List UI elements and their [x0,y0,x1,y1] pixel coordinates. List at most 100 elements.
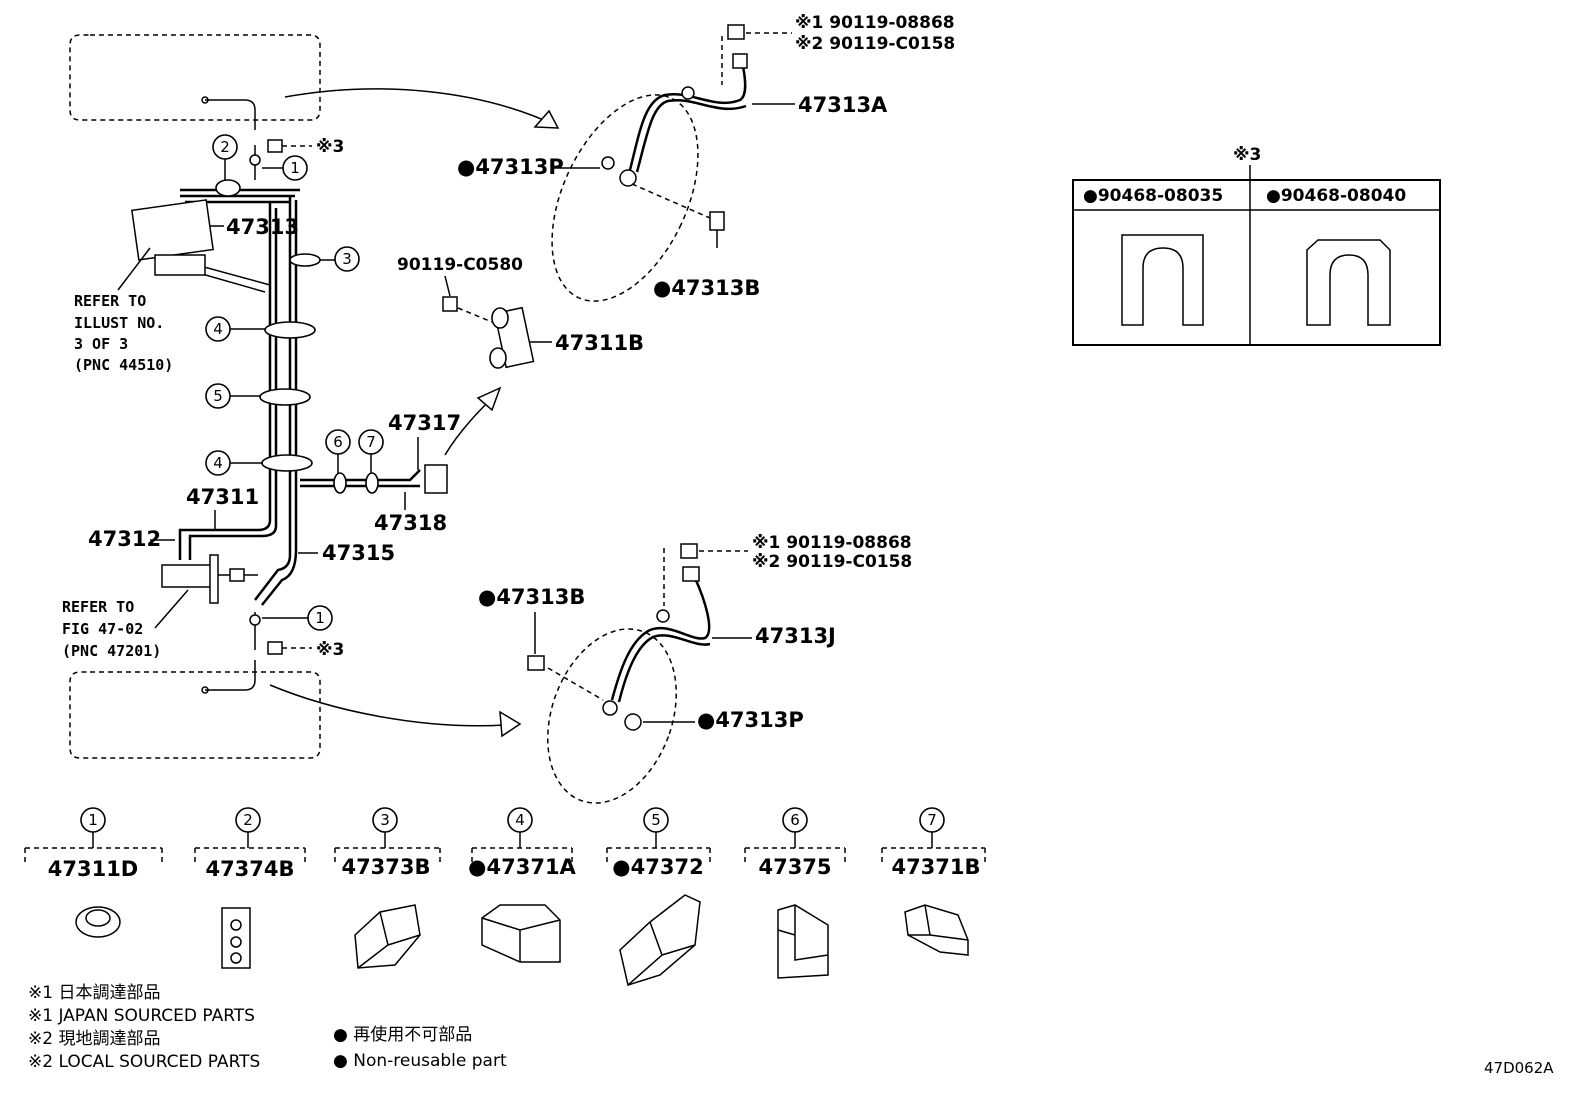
top-bolt-japan: ※1 90119-08868 [795,13,955,33]
junction-arrow-head [476,386,502,412]
legend-2: 2 47374B [194,807,306,969]
callout-c7: 7 [358,429,384,455]
legend-1: 1 47311D [24,807,163,938]
clip-table: ※3 ●90468-08035 ●90468-08040 [1072,145,1441,346]
hydraulic-unit-lower [154,254,206,276]
legend-4: 4 ●47371A [468,807,577,963]
svg-text:4: 4 [213,320,223,338]
svg-text:2: 2 [220,138,230,156]
refer-illust-note: REFER TO ILLUST NO. 3 OF 3 (PNC 44510) [74,292,173,374]
svg-text:47311D: 47311D [48,857,139,881]
clip-col2-label: ●90468-08040 [1266,186,1406,206]
clip-table-mark: ※3 [1233,145,1261,165]
label-47311: 47311 [186,485,259,509]
top-transfer-arrow [284,88,556,126]
bottom-arrow-head [499,710,522,738]
callout-c5: 5 [205,383,231,409]
clamp-c4a [264,321,316,339]
top-arrow-head [533,109,560,129]
label-47311B: 47311B [555,331,644,355]
svg-text:5: 5 [213,387,223,405]
svg-text:REFER TO: REFER TO [62,598,134,616]
clamp-c7 [365,472,379,494]
legend-5: 5 ●47372 [606,807,711,986]
svg-text:47371B: 47371B [891,855,980,879]
svg-text:5: 5 [651,811,661,829]
top-bolt-local: ※2 90119-C0158 [795,34,955,54]
note-nonreuse-jp: ● 再使用不可部品 [333,1024,472,1045]
callout-top-c2: 2 [212,134,238,160]
note-nonreuse-en: ● Non-reusable part [333,1051,507,1071]
callout-c4a: 4 [205,316,231,342]
legend-3: 3 47373B [334,807,441,969]
callout-c6: 6 [325,429,351,455]
note-local-en: ※2 LOCAL SOURCED PARTS [28,1052,260,1072]
svg-text:47374B: 47374B [205,857,294,881]
svg-text:(PNC 47201): (PNC 47201) [62,642,161,660]
label-47313P-top: ●47313P [457,155,564,179]
svg-text:6: 6 [790,811,800,829]
refer-illust-leader [117,247,151,291]
label-47313P-bot: ●47313P [697,708,804,732]
rear-body-outline [69,660,321,759]
label-47317: 47317 [388,411,461,435]
label-90119-C0580: 90119-C0580 [397,255,523,275]
note-japan-jp: ※1 日本調達部品 [28,983,160,1003]
clamp-c6 [333,472,347,494]
clamp-c5 [259,388,311,406]
clip-col1-label: ●90468-08035 [1083,186,1223,206]
footnotes: ※1 日本調達部品 ※1 JAPAN SOURCED PARTS ※2 現地調達… [28,983,507,1072]
figure-code: 47D062A [1484,1059,1554,1077]
legend-6: 6 47375 [744,807,846,979]
bot-bolt-japan: ※1 90119-08868 [752,533,912,553]
svg-text:7: 7 [366,433,376,451]
callout-c3: 3 [334,246,360,272]
refer-fig-note: REFER TO FIG 47-02 (PNC 47201) [62,598,161,660]
legend-7: 7 47371B [881,807,986,956]
svg-text:(PNC 44510): (PNC 44510) [74,356,173,374]
bottom-transfer-arrow [269,684,506,727]
svg-text:3: 3 [342,250,352,268]
svg-text:1: 1 [315,609,325,627]
clamp-c4b [261,454,313,472]
svg-text:2: 2 [243,811,253,829]
clip-08040-icon [1306,239,1391,326]
label-47313: 47313 [226,215,299,239]
callout-top-c1: 1 [282,155,308,181]
callout-c4b: 4 [205,450,231,476]
svg-text:6: 6 [333,433,343,451]
front-hose-detail [551,24,748,302]
svg-text:7: 7 [927,811,937,829]
junction-47317 [424,464,448,494]
label-47312: 47312 [88,527,161,551]
svg-text:47375: 47375 [758,855,831,879]
grommet-c2 [215,179,241,197]
svg-text:REFER TO: REFER TO [74,292,146,310]
union-bracket-47311B [442,296,535,369]
mark3-top: ※3 [316,137,344,157]
svg-text:3: 3 [380,811,390,829]
master-cylinder [161,554,258,604]
label-47313B-top: ●47313B [653,276,760,300]
svg-text:47373B: 47373B [341,855,430,879]
label-47313A: 47313A [798,93,888,117]
rear-hose-detail [527,543,711,804]
clip-08035-icon [1121,234,1204,326]
note-japan-en: ※1 JAPAN SOURCED PARTS [28,1006,255,1026]
front-body-outline [69,34,321,130]
svg-text:ILLUST NO.: ILLUST NO. [74,314,164,332]
callout-bot-c1: 1 [307,605,333,631]
svg-text:4: 4 [213,454,223,472]
label-47313B-bot: ●47313B [478,585,585,609]
svg-text:3 OF 3: 3 OF 3 [74,335,128,353]
svg-text:1: 1 [290,159,300,177]
svg-text:●47371A: ●47371A [468,855,576,879]
label-47313J: 47313J [755,624,836,648]
svg-text:●47372: ●47372 [612,855,703,879]
bottom-grommet-fitting [249,614,283,655]
bot-bolt-local: ※2 90119-C0158 [752,552,912,572]
clamp-c3 [289,253,321,267]
svg-text:1: 1 [88,811,98,829]
svg-text:4: 4 [515,811,525,829]
